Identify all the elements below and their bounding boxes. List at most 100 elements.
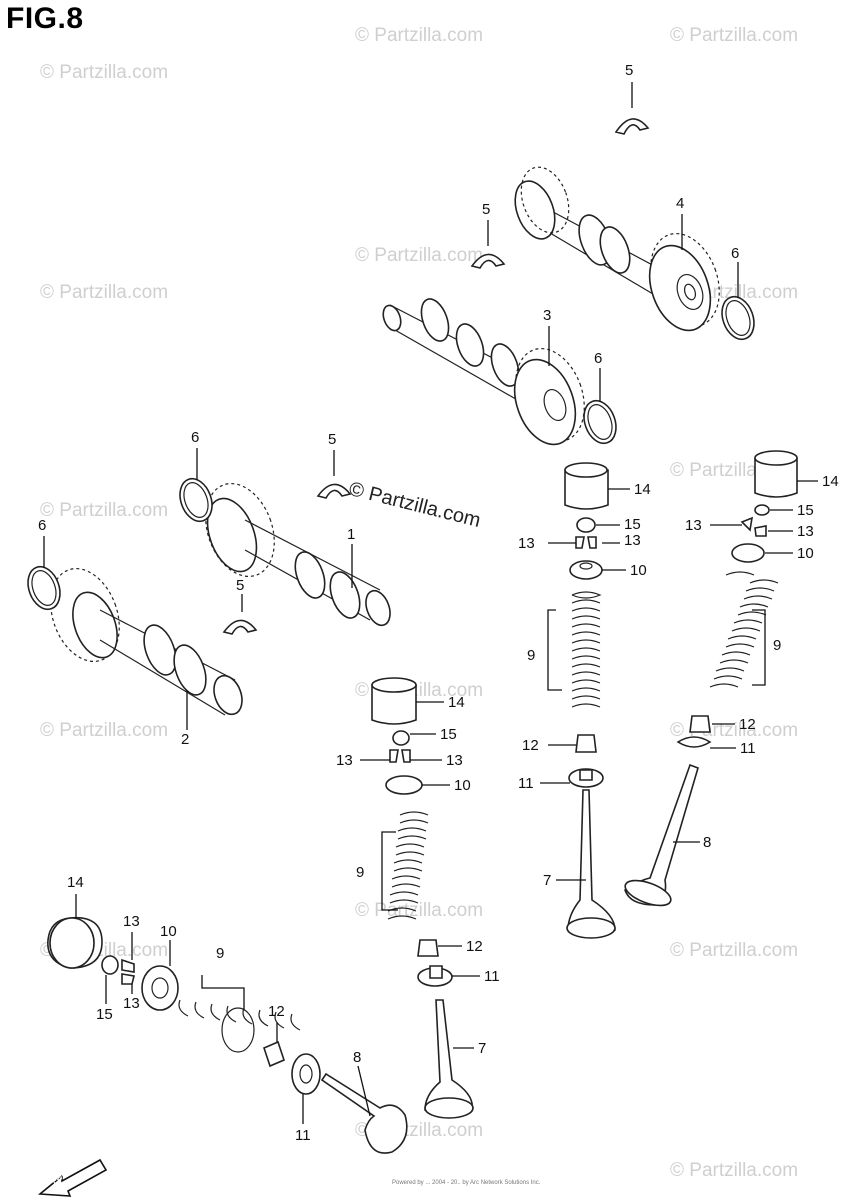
callout-14: 14 [448, 694, 465, 711]
spring-9 [571, 591, 602, 708]
callout-13: 13 [797, 523, 814, 540]
cotter-13 [740, 516, 754, 532]
watermark: © Partzilla.com [355, 900, 484, 921]
camshaft-1 [205, 482, 391, 627]
seat-11 [291, 1053, 321, 1095]
callout-5: 5 [482, 201, 490, 218]
camshaft-3 [382, 298, 585, 446]
callout-9: 9 [527, 647, 535, 664]
callout-14: 14 [822, 473, 839, 490]
callout-4: 4 [676, 195, 684, 212]
callout-14: 14 [67, 874, 84, 891]
valve-7 [567, 789, 616, 939]
watermark: © Partzilla.com [670, 25, 799, 46]
valve-assembly-center-right [564, 462, 616, 939]
callout-13: 13 [685, 517, 702, 534]
callout-8: 8 [353, 1049, 361, 1066]
seat-11 [676, 736, 712, 748]
watermark: © Partzilla.com [670, 1160, 799, 1181]
seal-12 [689, 715, 711, 733]
ring-6c [179, 477, 213, 523]
callout-13: 13 [518, 535, 535, 552]
callout-7: 7 [478, 1040, 486, 1057]
callout-5: 5 [625, 62, 633, 79]
cam-clip-5a [614, 118, 650, 135]
shim-15 [754, 504, 770, 516]
callout-13: 13 [123, 913, 140, 930]
callout-12: 12 [522, 737, 539, 754]
callout-11: 11 [740, 740, 756, 757]
callout-2: 2 [181, 731, 189, 748]
cotter-13 [121, 958, 135, 985]
seal-12 [263, 1040, 285, 1068]
callout-11: 11 [295, 1127, 311, 1144]
callout-10: 10 [630, 562, 647, 579]
callout-12: 12 [466, 938, 483, 955]
callout-15: 15 [624, 516, 641, 533]
callout-11: 11 [518, 775, 534, 792]
valve-assembly-center [371, 677, 474, 1119]
callout-6: 6 [594, 350, 602, 367]
callout-15: 15 [440, 726, 457, 743]
callout-1: 1 [347, 526, 355, 543]
watermark: © Partzilla.com [40, 720, 169, 741]
ring-6b [583, 399, 617, 445]
spring-9 [178, 999, 301, 1031]
callout-9: 9 [773, 637, 781, 654]
watermark: © Partzilla.com [40, 62, 169, 83]
callout-6: 6 [191, 429, 199, 446]
watermark: © Partzilla.com [355, 245, 484, 266]
watermark: © Partzilla.com [355, 25, 484, 46]
callout-3: 3 [543, 307, 551, 324]
cam-clip-5b [470, 253, 506, 269]
callout-13: 13 [336, 752, 353, 769]
callout-5: 5 [236, 577, 244, 594]
callout-10: 10 [160, 923, 177, 940]
footer-text: Powered by ... 2004 - 20.. by Arc Networ… [392, 1180, 541, 1186]
spring-9 [387, 811, 429, 920]
camshaft-2 [50, 567, 243, 716]
seal-12 [575, 734, 597, 753]
callout-13: 13 [624, 532, 641, 549]
callout-8: 8 [703, 834, 711, 851]
callout-6: 6 [38, 517, 46, 534]
callout-12: 12 [268, 1003, 285, 1020]
cotter-13b [754, 525, 767, 537]
retainer-10 [141, 965, 179, 1011]
callout-13: 13 [446, 752, 463, 769]
cotter-13 [389, 749, 411, 763]
callout-15: 15 [96, 1006, 113, 1023]
callout-10: 10 [797, 545, 814, 562]
retainer-10 [569, 560, 603, 580]
callout-numbers: 5 5 4 6 3 6 5 6 1 6 5 2 14 15 13 13 10 9… [38, 62, 839, 1144]
spring-9 [709, 571, 779, 688]
callout-12: 12 [739, 716, 756, 733]
valve-8 [320, 1072, 408, 1154]
callout-7: 7 [543, 872, 551, 889]
callout-6: 6 [731, 245, 739, 262]
callout-15: 15 [797, 502, 814, 519]
forward-arrow-icon [37, 1158, 108, 1197]
leader-lines [43, 82, 818, 1124]
watermark: © Partzilla.com [40, 500, 169, 521]
callout-10: 10 [454, 777, 471, 794]
valve-assembly-bottom-left [47, 916, 408, 1154]
callout-13: 13 [123, 995, 140, 1012]
callout-5: 5 [328, 431, 336, 448]
shim-15 [392, 730, 410, 746]
shim-15 [101, 955, 119, 975]
callout-11: 11 [484, 968, 500, 985]
watermark: © Partzilla.com [670, 940, 799, 961]
figure-title: FIG.8 [6, 2, 84, 35]
camshaft-4 [514, 166, 720, 332]
ring-6a [721, 295, 755, 341]
ring-6d [27, 565, 61, 611]
cam-clip-5c [316, 483, 352, 499]
watermark: © Partzilla.com [40, 282, 169, 303]
cam-clip-5d [222, 619, 258, 635]
callout-9: 9 [216, 945, 224, 962]
retainer-10 [385, 775, 423, 795]
retainer-10 [731, 543, 765, 563]
callout-9: 9 [356, 864, 364, 881]
